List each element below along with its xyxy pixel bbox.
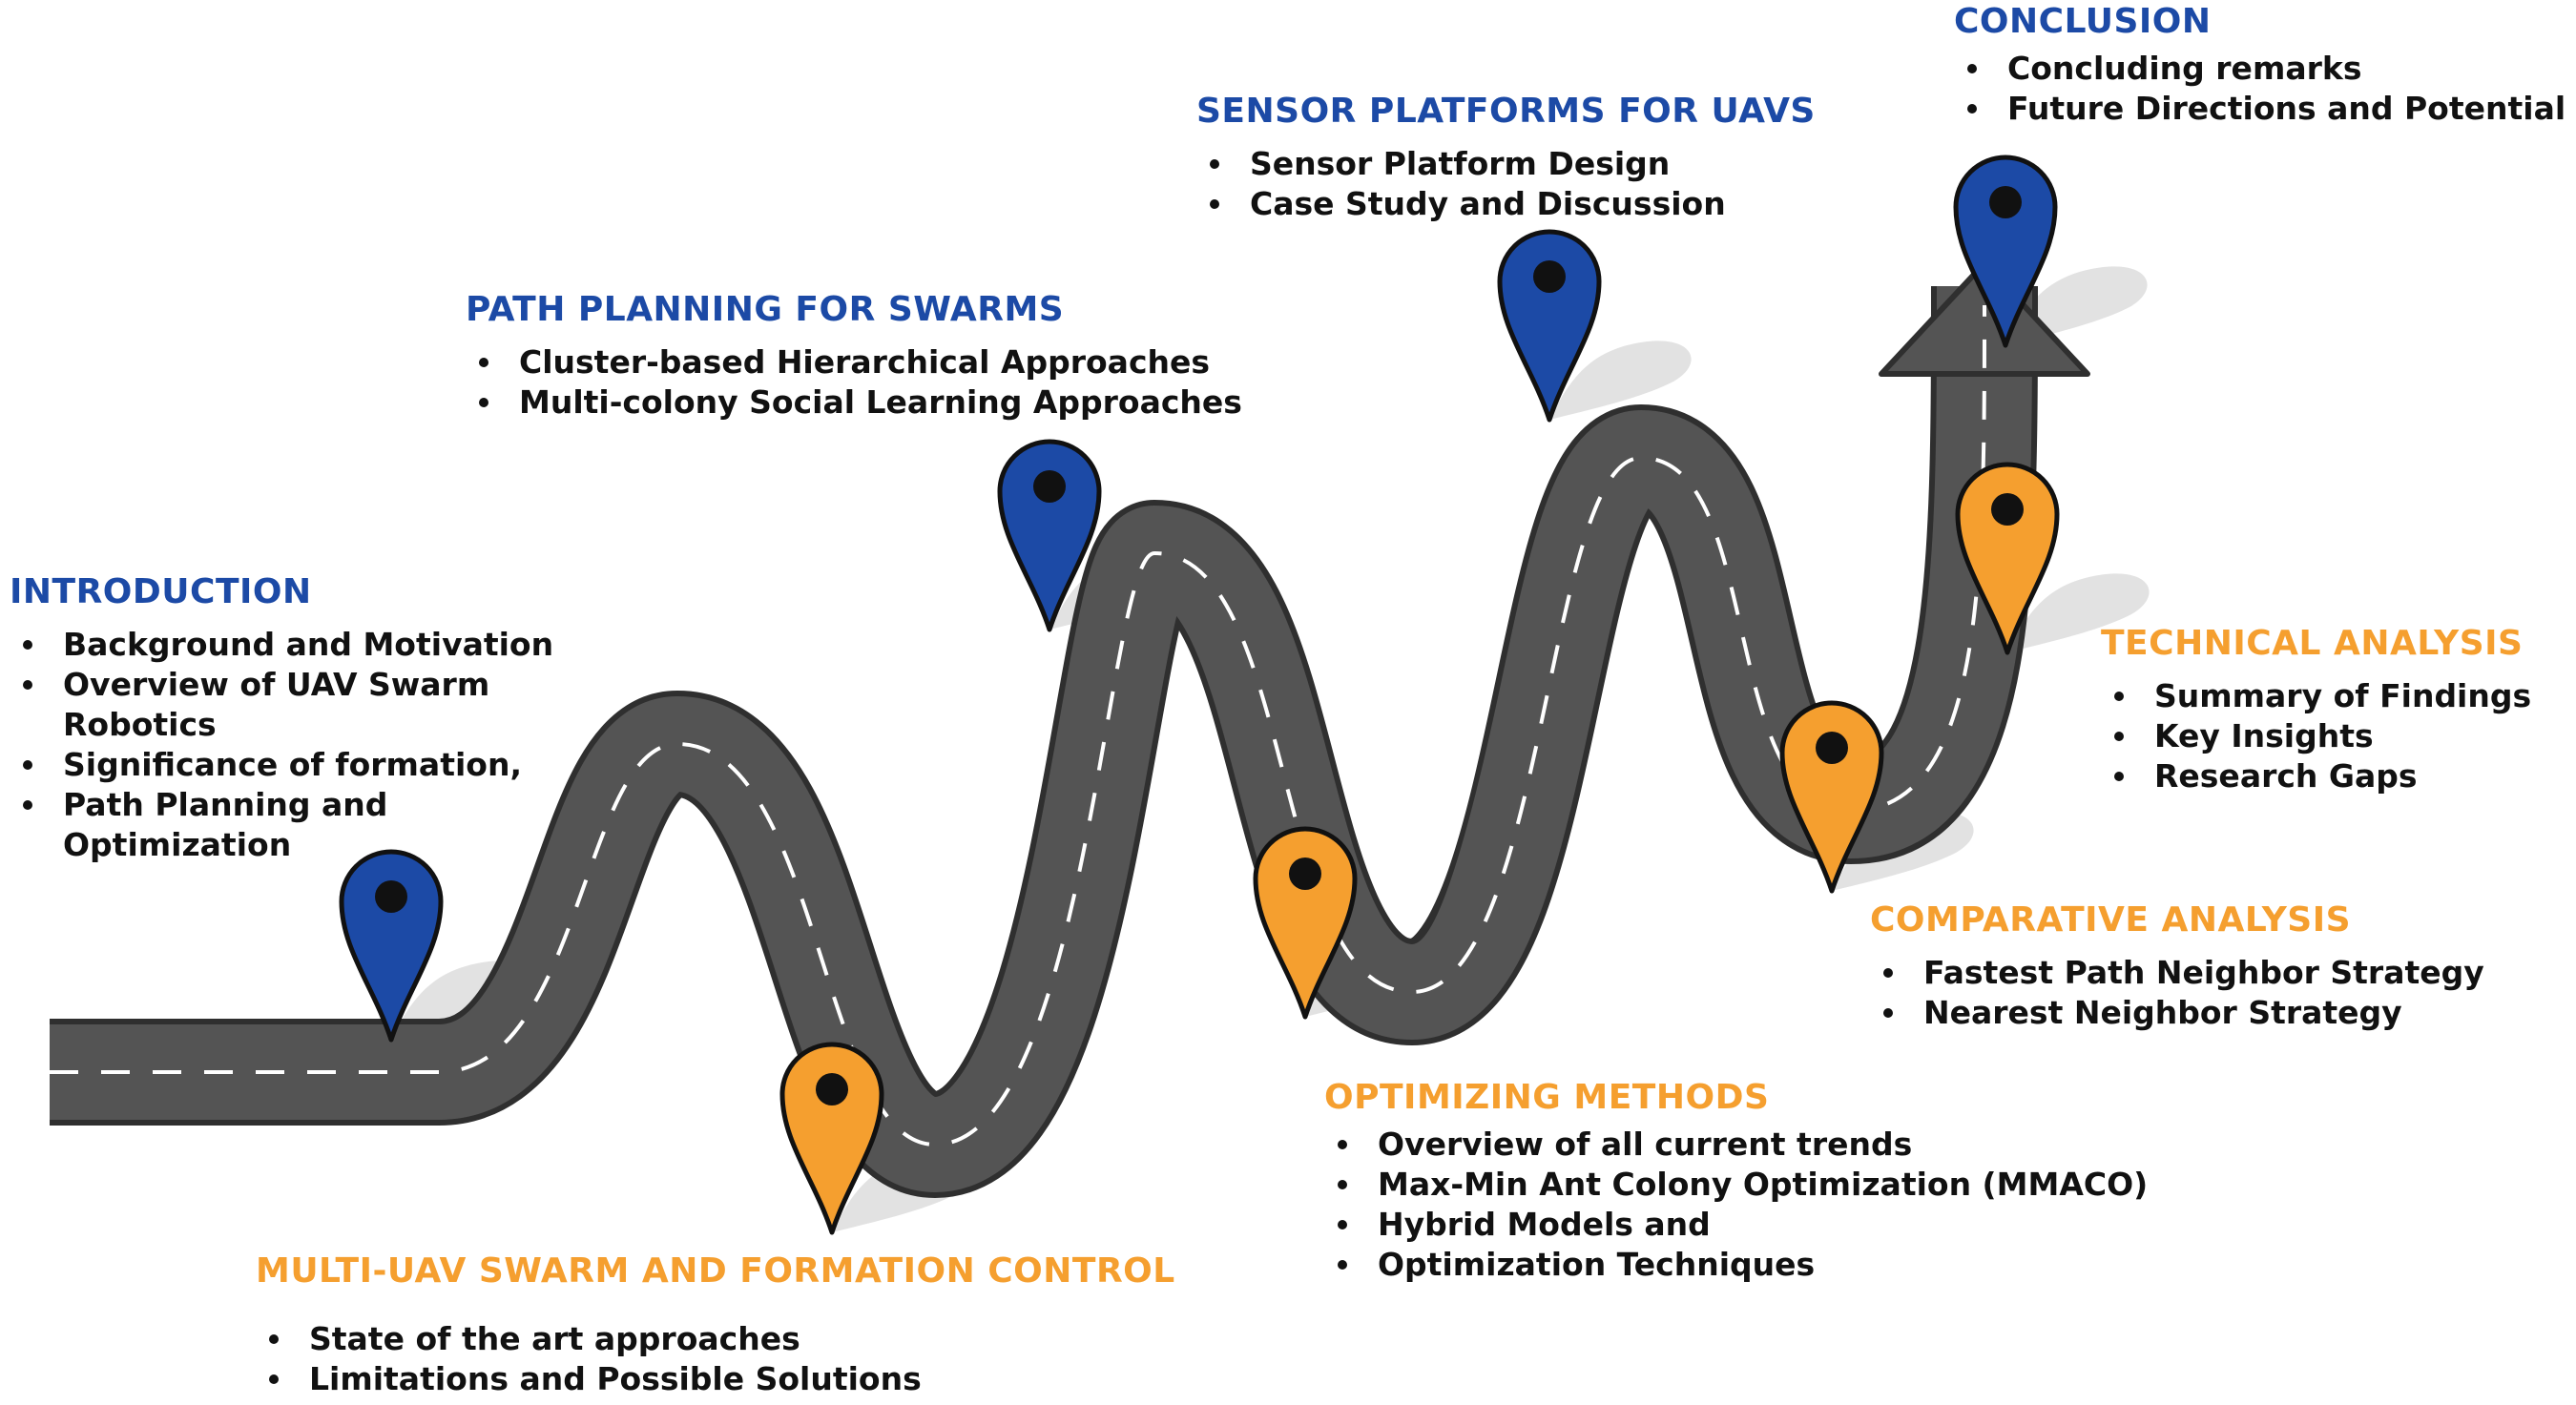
bullet-list: Concluding remarks Future Directions and… [1954,49,2566,129]
map-pin-icon [1779,700,1884,894]
pin-hole [1533,260,1566,293]
map-pin-icon [1253,826,1358,1020]
bullet-item: Hybrid Models and [1324,1205,2148,1245]
pin-shadow [1549,341,1692,420]
section-title: COMPARATIVE ANALYSIS [1870,900,2352,940]
section-path-planning: PATH PLANNING FOR SWARMS Cluster-based H… [466,290,1242,423]
bullet-list: State of the art approaches Limitations … [256,1319,1175,1399]
bullet-item: Fastest Path Neighbor Strategy [1870,953,2484,993]
bullet-item: State of the art approaches [256,1319,1175,1359]
bullet-list: Summary of Findings Key Insights Researc… [2101,676,2531,796]
section-title: INTRODUCTION [10,572,312,611]
bullet-item: Key Insights [2101,716,2531,756]
bullet-item: Optimization Techniques [1324,1245,2148,1285]
map-pin-icon [339,849,444,1043]
section-comparative: COMPARATIVE ANALYSIS Fastest Path Neighb… [1870,900,2484,1033]
bullet-list: Fastest Path Neighbor Strategy Nearest N… [1870,953,2484,1033]
section-multi-uav: MULTI-UAV SWARM AND FORMATION CONTROL St… [256,1251,1175,1399]
section-conclusion: CONCLUSION Concluding remarks Future Dir… [1954,2,2566,129]
bullet-list: Background and Motivation Overview of UA… [10,625,553,865]
bullet-item: Overview of UAV Swarm [10,665,553,705]
pin-hole [1991,493,2024,526]
bullet-continuation: Optimization [63,826,292,863]
bullet-list: Cluster-based Hierarchical Approaches Mu… [466,342,1242,423]
section-title: CONCLUSION [1954,2,2212,41]
bullet-list: Overview of all current trends Max-Min A… [1324,1125,2148,1285]
bullet-item: Significance of formation, [10,745,553,785]
map-pin-icon [1955,462,2060,655]
section-optimizing: OPTIMIZING METHODS Overview of all curre… [1324,1078,2148,1285]
bullet-item: Future Directions and Potential [1954,89,2566,129]
section-title: SENSOR PLATFORMS FOR UAVS [1196,92,1816,131]
pin-shadow [2007,573,2150,652]
section-title: OPTIMIZING METHODS [1324,1078,1770,1117]
bullet-item: Sensor Platform Design [1196,144,1816,184]
map-pin-icon [997,439,1102,632]
bullet-item: Concluding remarks [1954,49,2566,89]
bullet-item: Summary of Findings [2101,676,2531,716]
bullet-item: Cluster-based Hierarchical Approaches [466,342,1242,382]
bullet-item: Nearest Neighbor Strategy [1870,993,2484,1033]
location-pins [339,155,2060,1235]
pin-hole [816,1073,848,1105]
bullet-list: Sensor Platform Design Case Study and Di… [1196,144,1816,224]
section-title: MULTI-UAV SWARM AND FORMATION CONTROL [256,1251,1175,1291]
map-pin-icon [1497,229,1602,423]
map-pin-icon [779,1042,884,1235]
lane-marking [50,304,1986,1147]
bullet-item: Multi-colony Social Learning Approaches [466,382,1242,423]
bullet-item: Overview of all current trends [1324,1125,2148,1165]
pin-hole [375,880,407,913]
road-arrowhead [1879,260,2090,377]
bullet-item: Background and Motivation [10,625,553,665]
bullet-continuation: Robotics [63,706,217,743]
pin-hole [1989,186,2022,218]
bullet-item: Limitations and Possible Solutions [256,1359,1175,1399]
bullet-item: Max-Min Ant Colony Optimization (MMACO) [1324,1165,2148,1205]
section-title: PATH PLANNING FOR SWARMS [466,290,1065,329]
section-sensor: SENSOR PLATFORMS FOR UAVS Sensor Platfor… [1196,92,1816,224]
bullet-item: Case Study and Discussion [1196,184,1816,224]
section-introduction: INTRODUCTION Background and Motivation O… [10,572,553,865]
pin-hole [1289,857,1321,890]
bullet-item: Research Gaps [2101,756,2531,796]
bullet-item: Path Planning and [10,785,553,825]
section-title: TECHNICAL ANALYSIS [2101,624,2524,663]
pin-hole [1816,732,1848,764]
map-pin-icon [1953,155,2058,348]
section-technical: TECHNICAL ANALYSIS Summary of Findings K… [2101,624,2531,796]
pin-hole [1033,470,1066,503]
